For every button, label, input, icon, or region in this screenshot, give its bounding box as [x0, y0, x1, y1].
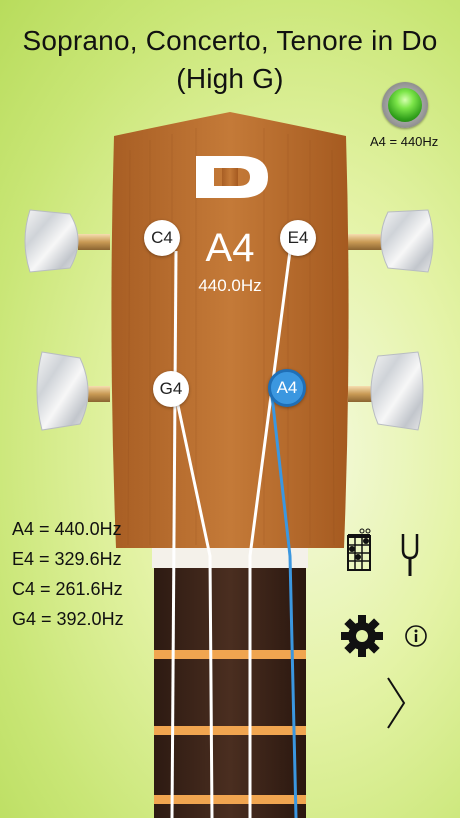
string-button-a4[interactable]: A4 [268, 369, 306, 407]
string-button-g4[interactable]: G4 [153, 371, 189, 407]
current-frequency-display: 440.0Hz [198, 276, 262, 295]
string-c4 [170, 250, 178, 818]
tuner-button-bottom-left[interactable] [36, 351, 89, 431]
tuning-title-line1: Soprano, Concerto, Tenore in Do [22, 25, 438, 56]
frequency-item: E4 = 329.6Hz [12, 549, 122, 569]
tuning-fork-icon[interactable] [398, 532, 422, 578]
tuning-title: Soprano, Concerto, Tenore in Do (High G) [0, 22, 460, 98]
frequency-item: C4 = 261.6Hz [12, 579, 123, 599]
string-button-e4[interactable]: E4 [280, 220, 316, 256]
tuning-title-line2: (High G) [176, 63, 284, 94]
strings [170, 250, 292, 818]
info-icon[interactable] [404, 624, 428, 648]
reference-pitch-label[interactable]: A4 = 440Hz [370, 134, 439, 149]
string-a4-active [270, 395, 298, 818]
chord-chart-icon[interactable] [344, 528, 374, 572]
frequency-list: A4 = 440.0Hz E4 = 329.6Hz C4 = 261.6Hz G… [12, 514, 124, 634]
nut [152, 548, 308, 568]
status-led [382, 82, 428, 128]
status-led-light [388, 88, 422, 122]
tuner-post-bottom-right [348, 386, 372, 402]
tuner-button-bottom-right[interactable] [370, 351, 424, 431]
string-g4 [174, 395, 214, 818]
chevron-right-icon[interactable] [384, 674, 408, 732]
tuner-post-top-left [78, 234, 110, 250]
tuner-post-bottom-left [88, 386, 110, 402]
tuner-button-top-left[interactable] [24, 209, 79, 273]
tuner-post-top-right [348, 234, 382, 250]
string-e4 [248, 250, 292, 818]
current-note-display: A4 [205, 226, 255, 270]
string-button-c4[interactable]: C4 [144, 220, 180, 256]
tuner-button-top-right[interactable] [380, 209, 434, 273]
frequency-item: G4 = 392.0Hz [12, 609, 124, 629]
brand-logo [196, 156, 268, 198]
fretboard [154, 556, 306, 818]
gear-icon[interactable] [340, 614, 384, 658]
frequency-item: A4 = 440.0Hz [12, 519, 122, 539]
frets [154, 650, 306, 804]
